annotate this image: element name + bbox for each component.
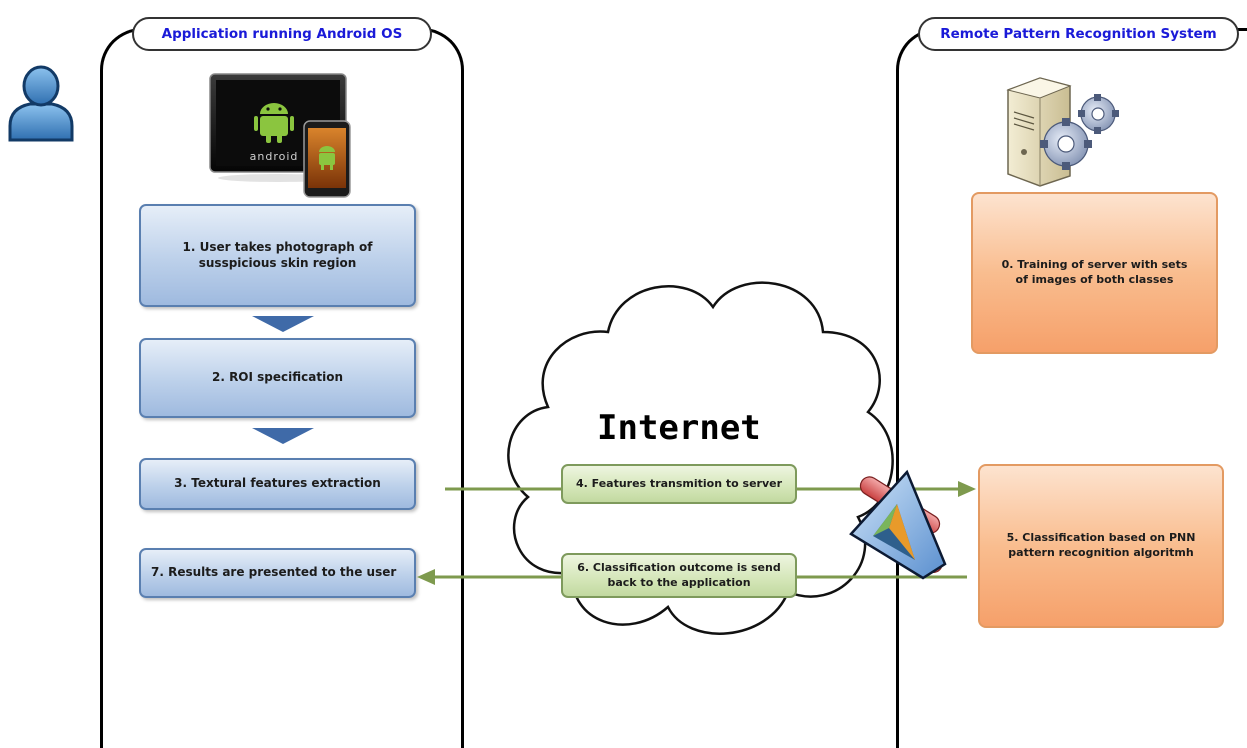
down-arrow-2 <box>252 428 314 444</box>
android-brand-text: android <box>250 150 299 163</box>
transfer-features: 4. Features transmition to server <box>561 464 797 504</box>
step-photograph: 1. User takes photograph of susspicious … <box>139 204 416 307</box>
transfer-outcome: 6. Classification outcome is send back t… <box>561 553 797 598</box>
android-phone-icon <box>303 120 351 198</box>
step-results: 7. Results are presented to the user <box>139 548 416 598</box>
remote-lane-title: Remote Pattern Recognition System <box>918 17 1239 51</box>
android-lane-title: Application running Android OS <box>132 17 432 51</box>
down-arrow-1 <box>252 316 314 332</box>
internet-cloud <box>507 281 894 635</box>
server-gears-icon <box>1006 77 1119 187</box>
network-router-icon <box>849 469 947 580</box>
step-feature-extraction: 3. Textural features extraction <box>139 458 416 510</box>
user-icon <box>8 65 74 142</box>
step-roi: 2. ROI specification <box>139 338 416 418</box>
internet-label: Internet <box>597 408 761 448</box>
server-training: 0. Training of server with sets of image… <box>971 192 1218 354</box>
server-classification: 5. Classification based on PNN pattern r… <box>978 464 1224 628</box>
